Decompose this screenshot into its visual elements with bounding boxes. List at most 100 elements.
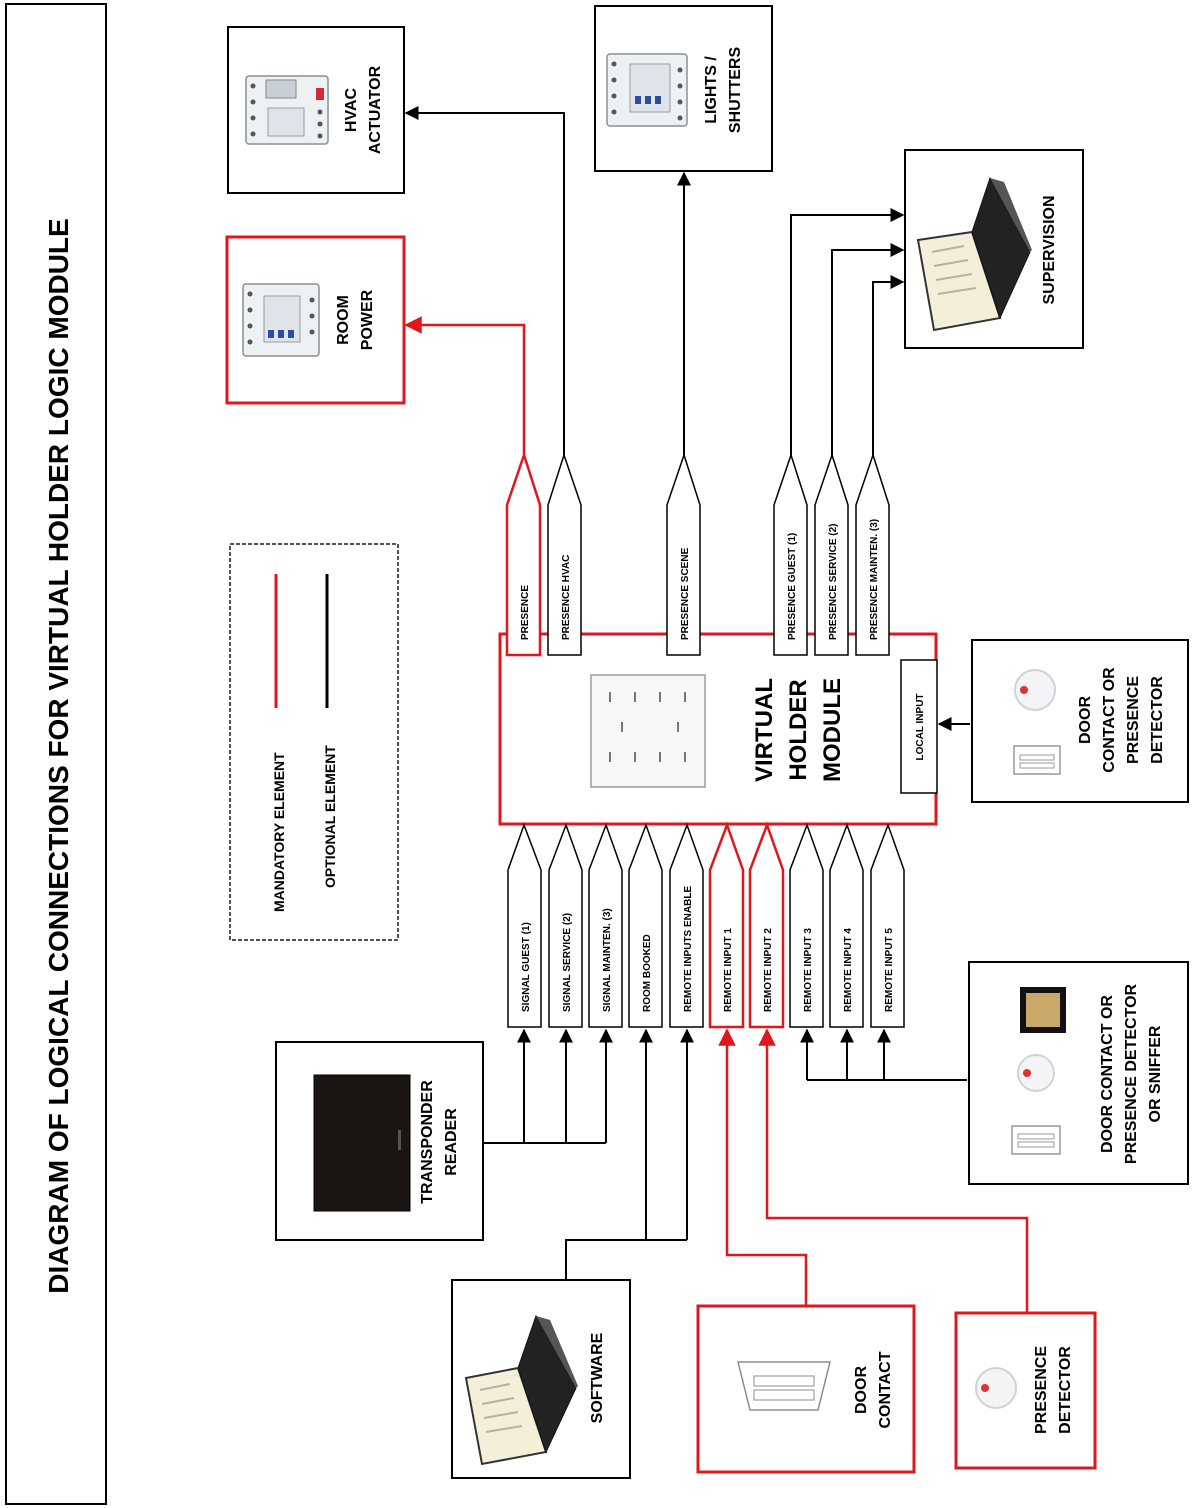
link-supervision-guest bbox=[790, 208, 905, 455]
hvac-label-2: ACTUATOR bbox=[367, 65, 384, 154]
transponder-label-1: TRANSPONDER bbox=[419, 1080, 436, 1204]
pin-room-booked bbox=[628, 822, 663, 1028]
pin-remote-input-2 bbox=[748, 821, 785, 1029]
pin-signal-mainten bbox=[588, 822, 623, 1028]
din-actuator-icon bbox=[606, 53, 688, 127]
link-remote-input-2 bbox=[758, 1028, 1029, 1313]
room-power-label-1: ROOM bbox=[335, 295, 352, 345]
door-contact-label-2: CONTACT bbox=[877, 1351, 894, 1428]
local-door-contact-box: DOOR CONTACT OR PRESENCE DETECTOR bbox=[971, 639, 1189, 803]
remote-door-label-3: OR SNIFFER bbox=[1147, 1025, 1164, 1122]
lights-label-2: SHUTTERS bbox=[727, 47, 744, 134]
module-label-3: MODULE bbox=[819, 678, 846, 782]
door-contact-icon bbox=[1011, 1125, 1061, 1155]
software-box: SOFTWARE bbox=[451, 1279, 631, 1479]
diagram-title: DIAGRAM OF LOGICAL CONNECTIONS FOR VIRTU… bbox=[43, 218, 74, 1293]
pin-remote-input-2-label: REMOTE INPUT 2 bbox=[763, 928, 774, 1012]
title-box bbox=[5, 3, 107, 1505]
link-hvac bbox=[404, 106, 565, 455]
pin-presence bbox=[505, 451, 542, 657]
link-remote-input-1 bbox=[718, 1028, 808, 1306]
hvac-actuator-box: HVAC ACTUATOR bbox=[227, 26, 405, 194]
local-door-label-2: CONTACT OR bbox=[1101, 667, 1118, 773]
link-software-bus bbox=[565, 1239, 687, 1280]
output-pins: PRESENCE PRESENCE HVAC PRESENCE SCENE PR… bbox=[505, 451, 890, 657]
input-pins: SIGNAL GUEST (1) SIGNAL SERVICE (2) SIGN… bbox=[507, 821, 905, 1029]
presence-sensor-icon bbox=[1017, 1054, 1055, 1092]
pin-remote-input-3 bbox=[789, 822, 824, 1028]
din-actuator-icon bbox=[242, 283, 320, 357]
remote-door-contact-box: DOOR CONTACT OR PRESENCE DETECTOR OR SNI… bbox=[968, 961, 1189, 1185]
presence-sensor-icon bbox=[975, 1367, 1017, 1409]
pin-remote-input-5-label: REMOTE INPUT 5 bbox=[884, 928, 895, 1012]
din-actuator-icon bbox=[245, 75, 329, 145]
remote-door-label-1: DOOR CONTACT OR bbox=[1099, 995, 1116, 1153]
door-contact-icon bbox=[737, 1361, 831, 1411]
pin-signal-service bbox=[548, 822, 583, 1028]
pin-presence-scene bbox=[666, 452, 701, 656]
door-contact-label-1: DOOR bbox=[853, 1366, 870, 1414]
transponder-reader-box: TRANSPONDER READER bbox=[275, 1041, 484, 1241]
link-supervision-mainten bbox=[872, 275, 905, 455]
presence-detector-box: PRESENCE DETECTOR bbox=[954, 1311, 1097, 1470]
legend-box bbox=[229, 543, 399, 941]
room-power-box: ROOM POWER bbox=[225, 235, 406, 405]
lights-shutters-box: LIGHTS / SHUTTERS bbox=[594, 5, 773, 172]
presence-detector-label-2: DETECTOR bbox=[1057, 1346, 1074, 1434]
pin-presence-guest-label: PRESENCE GUEST (1) bbox=[787, 533, 798, 640]
pin-presence-scene-label: PRESENCE SCENE bbox=[680, 547, 691, 640]
supervision-label: SUPERVISION bbox=[1041, 195, 1058, 304]
connections bbox=[404, 106, 1029, 1313]
pin-presence-service bbox=[814, 452, 849, 656]
pin-presence-hvac-label: PRESENCE HVAC bbox=[561, 555, 572, 640]
pin-signal-mainten-label: SIGNAL MAINTEN. (3) bbox=[602, 908, 613, 1012]
module-label-2: HOLDER bbox=[785, 679, 812, 780]
presence-detector-label-1: PRESENCE bbox=[1033, 1346, 1050, 1434]
pin-remote-input-5 bbox=[870, 822, 905, 1028]
local-door-label-1: DOOR bbox=[1077, 696, 1094, 744]
pin-presence-hvac bbox=[547, 452, 582, 656]
hvac-label-1: HVAC bbox=[343, 87, 360, 132]
supervision-box: SUPERVISION bbox=[904, 149, 1084, 349]
pin-presence-service-label: PRESENCE SERVICE (2) bbox=[828, 523, 839, 640]
pin-signal-guest bbox=[507, 822, 542, 1028]
room-power-label-2: POWER bbox=[359, 289, 376, 350]
pin-remote-input-1-label: REMOTE INPUT 1 bbox=[723, 928, 734, 1012]
remote-door-label-2: PRESENCE DETECTOR bbox=[1123, 983, 1140, 1164]
software-label: SOFTWARE bbox=[589, 1332, 606, 1423]
pin-remote-input-4-label: REMOTE INPUT 4 bbox=[843, 928, 854, 1012]
pin-remote-input-4 bbox=[829, 822, 864, 1028]
local-door-label-4: DETECTOR bbox=[1149, 676, 1166, 764]
pin-presence-mainten-label: PRESENCE MAINTEN. (3) bbox=[869, 519, 880, 640]
pin-remote-inputs-enable-label: REMOTE INPUTS ENABLE bbox=[683, 886, 694, 1012]
laptop-icon bbox=[916, 176, 1032, 332]
pin-remote-input-3-label: REMOTE INPUT 3 bbox=[803, 928, 814, 1012]
local-input-label: LOCAL INPUT bbox=[915, 693, 926, 760]
sniffer-icon bbox=[1020, 987, 1066, 1033]
transponder-label-2: READER bbox=[443, 1108, 460, 1176]
link-supervision-service bbox=[831, 243, 905, 455]
legend-optional-label: OPTIONAL ELEMENT bbox=[322, 745, 338, 888]
door-contact-icon bbox=[1013, 745, 1061, 775]
link-presence-room-power bbox=[404, 316, 526, 455]
virtual-holder-module bbox=[498, 632, 938, 826]
pin-presence-guest bbox=[773, 452, 808, 656]
laptop-icon bbox=[464, 1314, 578, 1466]
door-contact-box: DOOR CONTACT bbox=[696, 1304, 916, 1474]
legend-mandatory-label: MANDATORY ELEMENT bbox=[271, 752, 287, 912]
pin-signal-guest-label: SIGNAL GUEST (1) bbox=[521, 922, 532, 1012]
presence-sensor-icon bbox=[1014, 669, 1056, 711]
pin-presence-mainten bbox=[855, 452, 890, 656]
pin-remote-input-1 bbox=[708, 821, 745, 1029]
pin-room-booked-label: ROOM BOOKED bbox=[642, 934, 653, 1012]
transponder-reader-icon bbox=[313, 1074, 411, 1212]
local-input-port bbox=[900, 659, 938, 794]
module-label-1: VIRTUAL bbox=[751, 678, 778, 782]
local-door-label-3: PRESENCE bbox=[1125, 676, 1142, 764]
module-device-icon bbox=[590, 674, 706, 788]
pin-remote-inputs-enable bbox=[669, 822, 704, 1028]
lights-label-1: LIGHTS / bbox=[703, 56, 720, 124]
pin-presence-label: PRESENCE bbox=[520, 585, 531, 640]
pin-signal-service-label: SIGNAL SERVICE (2) bbox=[562, 913, 573, 1012]
